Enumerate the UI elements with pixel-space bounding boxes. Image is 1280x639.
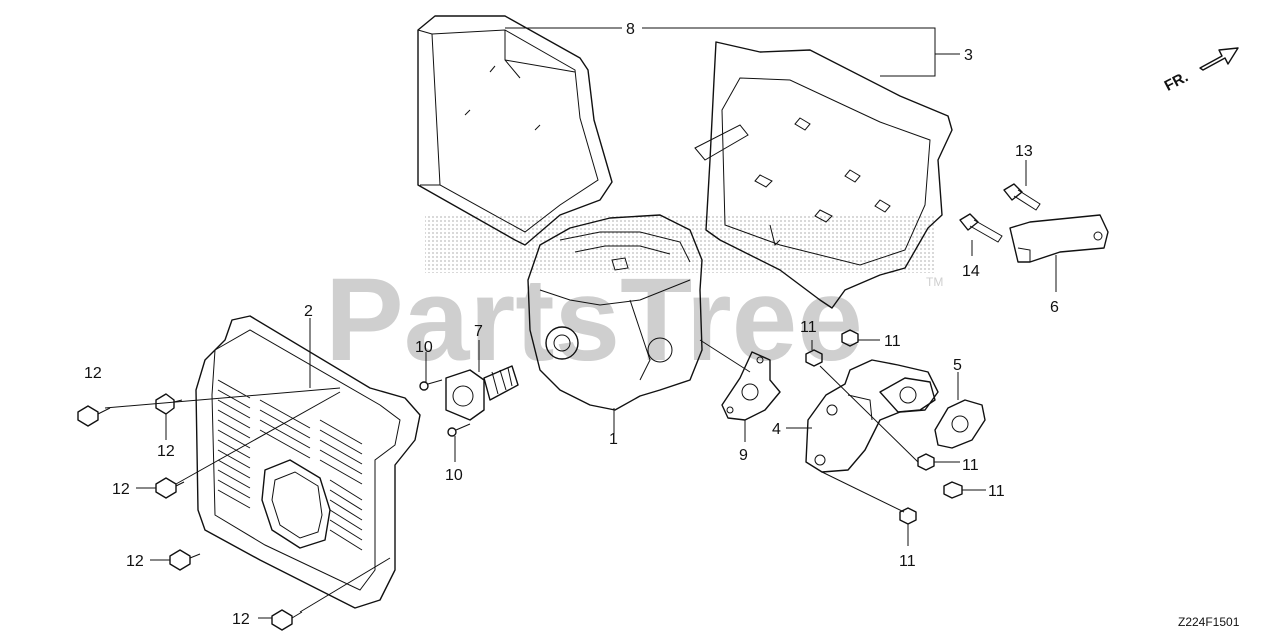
callout-12-e: 12 [232,611,250,628]
callout-2: 2 [304,303,313,320]
callout-14: 14 [962,263,980,280]
callout-13: 13 [1015,143,1033,160]
part-14-bolt [959,213,1003,243]
part-12-bolt-c [155,477,185,499]
diagram-code: Z224F1501 [1178,615,1240,629]
part-11-nut-c [917,453,935,471]
leader-lines [104,27,1057,619]
part-2-muffler-cover [195,315,421,609]
callout-10-lower: 10 [445,467,463,484]
callout-9: 9 [739,447,748,464]
callout-11-b: 11 [884,333,901,350]
callout-11-c: 11 [962,457,979,474]
callout-1: 1 [609,431,618,448]
part-7-spark-arrester [445,365,519,421]
part-11-nut-b [841,329,859,347]
callout-4: 4 [772,421,781,438]
callout-12-a: 12 [84,365,102,382]
part-8-muffler-protector-shroud [417,15,613,246]
watermark-text: PartsTree [325,254,863,386]
part-4-exhaust-pipe [805,359,939,473]
part-13-bolt [1003,183,1041,211]
callout-7: 7 [474,323,483,340]
part-10-screw-lower [447,423,471,437]
part-1-muffler-body [527,214,703,411]
front-direction-label: FR. [1162,68,1191,94]
watermark-trademark: TM [926,275,943,289]
callout-12-b: 12 [157,443,175,460]
part-11-nut-d [943,481,963,499]
callout-8: 8 [626,21,635,38]
callout-12-c: 12 [112,481,130,498]
part-11-nut-e [899,507,917,525]
callout-11-d: 11 [988,483,1005,500]
callout-5: 5 [953,357,962,374]
part-6-muffler-bracket [1009,214,1109,263]
part-10-screw-upper [419,379,443,391]
part-5-exhaust-gasket [934,399,986,449]
callout-10-upper: 10 [415,339,433,356]
front-arrow-icon [1199,47,1239,71]
front-direction-indicator: FR. [1162,47,1239,95]
callout-11-a: 11 [800,319,817,336]
part-12-bolt-a [77,405,111,427]
callout-11-e: 11 [899,553,916,570]
part-11-nut-a [805,349,823,367]
callout-6: 6 [1050,299,1059,316]
part-3-muffler-heat-protector [694,41,953,309]
part-12-bolt-d [169,549,201,571]
part-12-bolt-b [155,393,183,415]
callout-12-d: 12 [126,553,144,570]
part-12-bolt-e [271,609,303,631]
part-9-muffler-gasket [721,351,781,421]
callout-3: 3 [964,47,973,64]
